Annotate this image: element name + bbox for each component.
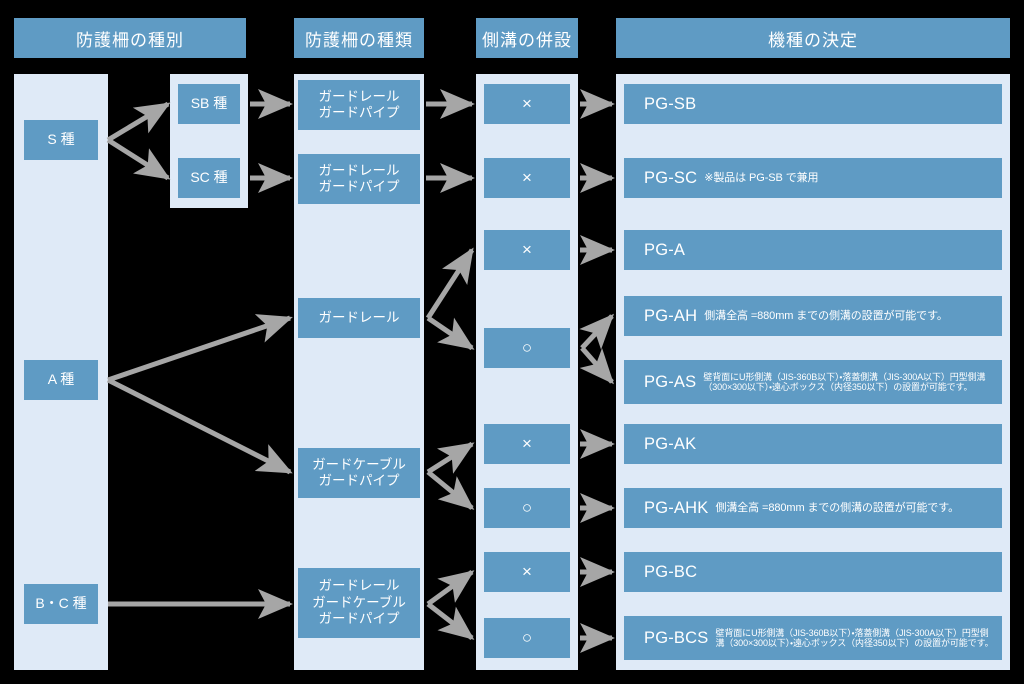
model-code: PG-BC bbox=[644, 562, 698, 581]
node-kind-guardrail-pipe-2[interactable]: ガードレールガードパイプ bbox=[298, 154, 420, 204]
node-ditch-7[interactable]: × bbox=[484, 552, 570, 592]
node-model-pg-as[interactable]: PG-AS 壁背面にU形側溝（JIS-360B以下）・落蓋側溝（JIS-300A… bbox=[624, 360, 1002, 404]
node-ditch-2[interactable]: × bbox=[484, 158, 570, 198]
node-ditch-6[interactable]: ○ bbox=[484, 488, 570, 528]
node-model-pg-ah[interactable]: PG-AH 側溝全高 =880mm までの側溝の設置が可能です。 bbox=[624, 296, 1002, 336]
column-header-kishu: 機種の決定 bbox=[616, 18, 1010, 58]
column-header-shurui: 防護柵の種類 bbox=[294, 18, 424, 58]
model-note: ※製品は PG-SB で兼用 bbox=[704, 171, 819, 184]
node-model-pg-a[interactable]: PG-A bbox=[624, 230, 1002, 270]
model-code: PG-A bbox=[644, 240, 686, 259]
node-kind-guardrail-pipe-1[interactable]: ガードレールガードパイプ bbox=[298, 80, 420, 130]
node-model-pg-sb[interactable]: PG-SB bbox=[624, 84, 1002, 124]
model-note: 側溝全高 =880mm までの側溝の設置が可能です。 bbox=[704, 309, 948, 322]
node-kind-guardrail-cable-pipe[interactable]: ガードレールガードケーブルガードパイプ bbox=[298, 568, 420, 638]
model-code: PG-SC bbox=[644, 168, 698, 187]
model-note: 側溝全高 =880mm までの側溝の設置が可能です。 bbox=[715, 501, 959, 514]
node-type-sb[interactable]: SB 種 bbox=[178, 84, 240, 124]
node-type-a[interactable]: A 種 bbox=[24, 360, 98, 400]
node-model-pg-ahk[interactable]: PG-AHK 側溝全高 =880mm までの側溝の設置が可能です。 bbox=[624, 488, 1002, 528]
model-code: PG-SB bbox=[644, 94, 697, 113]
column-header-shubetsu: 防護柵の種別 bbox=[14, 18, 246, 58]
column-header-sokou: 側溝の併設 bbox=[476, 18, 578, 58]
node-ditch-1[interactable]: × bbox=[484, 84, 570, 124]
model-note: 壁背面にU形側溝（JIS-360B以下）・落蓋側溝（JIS-300A以下）円型側… bbox=[703, 371, 986, 392]
node-type-bc[interactable]: B・C 種 bbox=[24, 584, 98, 624]
node-type-sc[interactable]: SC 種 bbox=[178, 158, 240, 198]
model-code: PG-AK bbox=[644, 434, 697, 453]
model-code: PG-BCS bbox=[644, 628, 709, 647]
model-code: PG-AHK bbox=[644, 498, 709, 517]
node-ditch-4[interactable]: ○ bbox=[484, 328, 570, 368]
node-model-pg-bcs[interactable]: PG-BCS 壁背面にU形側溝（JIS-360B以下）・落蓋側溝（JIS-300… bbox=[624, 616, 1002, 660]
node-kind-guardcable-pipe[interactable]: ガードケーブルガードパイプ bbox=[298, 448, 420, 498]
node-ditch-5[interactable]: × bbox=[484, 424, 570, 464]
node-ditch-8[interactable]: ○ bbox=[484, 618, 570, 658]
model-code: PG-AS bbox=[644, 372, 697, 391]
node-model-pg-sc[interactable]: PG-SC ※製品は PG-SB で兼用 bbox=[624, 158, 1002, 198]
model-note: 壁背面にU形側溝（JIS-360B以下）・落蓋側溝（JIS-300A以下）円型側… bbox=[715, 627, 994, 648]
node-model-pg-ak[interactable]: PG-AK bbox=[624, 424, 1002, 464]
node-kind-guardrail[interactable]: ガードレール bbox=[298, 298, 420, 338]
node-ditch-3[interactable]: × bbox=[484, 230, 570, 270]
node-type-s[interactable]: S 種 bbox=[24, 120, 98, 160]
node-model-pg-bc[interactable]: PG-BC bbox=[624, 552, 1002, 592]
model-code: PG-AH bbox=[644, 306, 698, 325]
